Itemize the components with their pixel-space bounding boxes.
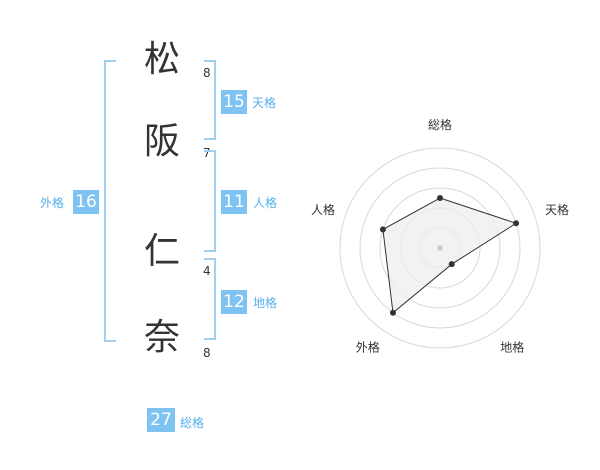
name-char-1: 松 (143, 39, 180, 80)
stroke-count-2: 7 (203, 146, 211, 160)
soukaku-score-box: 27 (147, 408, 175, 432)
tenkaku-score-box: 15 (221, 90, 247, 114)
gaikaku-label: 外格 (40, 196, 65, 210)
radar-point (379, 226, 386, 233)
chikaku-score-box: 12 (221, 290, 247, 314)
radar-axis-label: 天格 (545, 202, 569, 217)
soukaku-label: 総格 (180, 416, 205, 430)
radar-ring (359, 167, 521, 329)
stroke-count-4: 8 (203, 346, 211, 360)
chikaku-bracket (204, 258, 216, 340)
radar-ring (339, 147, 541, 349)
chikaku-label: 地格 (253, 296, 278, 310)
radar-axis-label: 地格 (500, 340, 524, 355)
name-char-4: 奈 (143, 317, 180, 358)
radar-point (437, 195, 443, 201)
name-char-3: 仁 (143, 231, 180, 272)
radar-center-dot (437, 245, 443, 251)
radar-axis-label: 総格 (428, 117, 452, 132)
radar-axis-label: 人格 (311, 202, 335, 217)
jinkaku-bracket (204, 150, 216, 252)
name-char-2: 阪 (143, 121, 180, 162)
radar-ring (379, 187, 501, 309)
jinkaku-score-box: 11 (221, 190, 247, 214)
tenkaku-bracket (204, 60, 216, 140)
gaikaku-score-box: 16 (73, 190, 99, 214)
radar-point (389, 309, 396, 316)
radar-point (513, 220, 520, 227)
radar-area (382, 197, 518, 314)
stroke-count-3: 4 (203, 264, 211, 278)
radar-axis-label: 外格 (356, 340, 380, 355)
radar-point (448, 261, 455, 268)
stroke-count-1: 8 (203, 66, 211, 80)
jinkaku-label: 人格 (253, 196, 278, 210)
gaikaku-bracket (104, 60, 116, 342)
tenkaku-label: 天格 (252, 96, 277, 110)
